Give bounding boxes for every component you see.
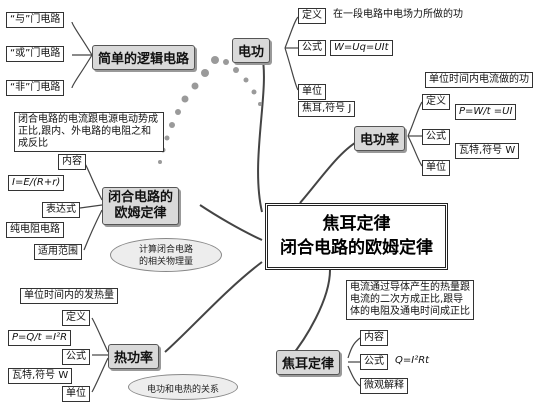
ep-formula: P=W/t =UI: [455, 104, 517, 120]
ep-unit-label: 单位: [422, 160, 450, 176]
center-title: 焦耳定律 闭合电路的欧姆定律: [265, 203, 448, 270]
node-electric-power: 电功率: [354, 126, 406, 151]
joule-content: 电流通过导体产生的热量跟电流的二次方成正比,跟导体的电阻及通电时间成正比: [346, 280, 474, 320]
joule-formula-label: 公式: [360, 354, 388, 370]
ep-definition-label: 定义: [422, 94, 450, 110]
ew-unit: 焦耳,符号 J: [298, 101, 356, 117]
center-line2: 闭合电路的欧姆定律: [280, 238, 433, 258]
joule-content-label: 内容: [360, 330, 388, 346]
ew-definition: 在一段电路中电场力所做的功: [330, 8, 466, 22]
ohm-expression: I=E/(R+r): [8, 175, 65, 191]
node-logic-circuits: 简单的逻辑电路: [92, 45, 196, 70]
ohm-content: 闭合电路的电流跟电源电动势成正比,跟内、外电路的电阻之和成反比: [14, 112, 164, 152]
ep-definition: 单位时间内电流做的功: [425, 72, 533, 88]
hp-note: 电功和电热的关系: [128, 374, 238, 400]
hp-definition: 单位时间内的发热量: [20, 288, 118, 304]
ohm-note-line1: 计算闭合电路: [138, 245, 193, 255]
ew-unit-label: 单位: [298, 84, 326, 100]
ep-unit: 瓦特,符号 W: [455, 143, 520, 159]
hp-definition-label: 定义: [62, 310, 90, 326]
ew-formula: W=Uq=UIt: [330, 40, 393, 56]
joule-formula: Q=I²Rt: [392, 354, 433, 368]
node-electric-work: 电功: [232, 38, 271, 63]
ohm-expression-label: 表达式: [42, 202, 80, 218]
center-line1: 焦耳定律: [322, 214, 391, 234]
hp-formula-label: 公式: [62, 349, 90, 365]
gate-and: “与”门电路: [6, 12, 65, 28]
joule-micro-label: 微观解释: [360, 378, 408, 394]
ew-formula-label: 公式: [298, 40, 326, 56]
node-joule-law: 焦耳定律: [276, 350, 341, 375]
ohm-content-label: 内容: [58, 154, 86, 170]
ep-formula-label: 公式: [422, 129, 450, 145]
node-ohm-law: 闭合电路的 欧姆定律: [102, 187, 180, 225]
hp-unit: 瓦特,符号 W: [8, 368, 73, 384]
gate-or: “或”门电路: [6, 46, 65, 62]
hp-unit-label: 单位: [62, 386, 90, 402]
ohm-title-line1: 闭合电路的: [108, 190, 174, 205]
node-heat-power: 热功率: [108, 344, 160, 369]
ohm-note: 计算闭合电路 的相关物理量: [110, 238, 222, 272]
gate-not: “非”门电路: [6, 80, 65, 96]
ohm-title-line2: 欧姆定律: [114, 206, 167, 221]
ohm-scope: 纯电阻电路: [6, 222, 64, 238]
ohm-note-line2: 的相关物理量: [138, 257, 193, 267]
ohm-scope-label: 适用范围: [34, 244, 82, 260]
ew-definition-label: 定义: [298, 8, 326, 24]
hp-formula: P=Q/t =I²R: [8, 330, 72, 346]
